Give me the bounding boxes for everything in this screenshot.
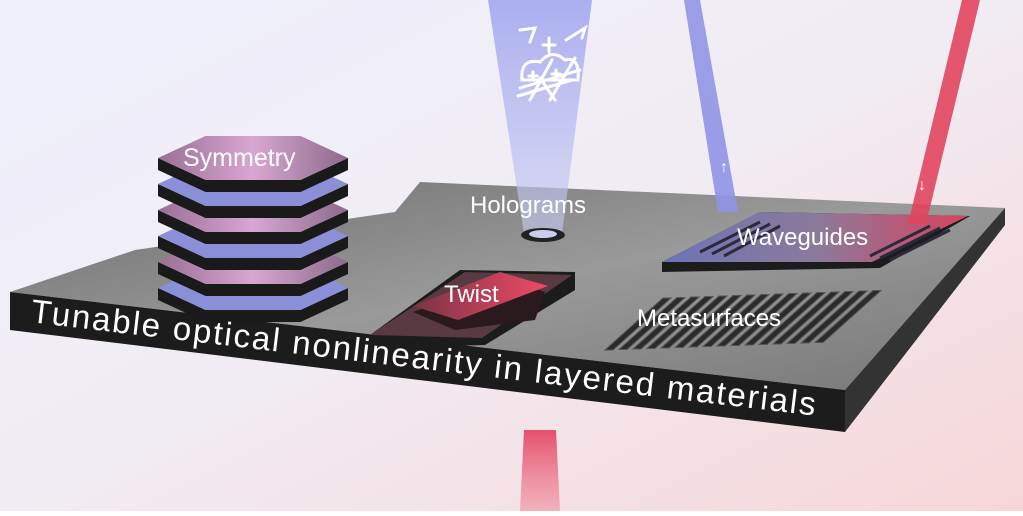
waveguide-chip — [662, 212, 970, 272]
transmitted-red-beam — [520, 430, 560, 511]
hexagon-layer-edge — [158, 210, 348, 244]
blue-beam — [684, 0, 738, 212]
label-symmetry: Symmetry — [183, 144, 296, 172]
hexagon-layer-edge — [158, 184, 348, 218]
grating-ridge — [757, 292, 827, 345]
grating-ridge — [743, 292, 813, 346]
grating-ridge — [729, 293, 799, 346]
grating-ridge — [645, 296, 715, 349]
slab-front-face — [10, 292, 845, 432]
label-twist: Twist — [444, 281, 499, 308]
hexagon-layer-edge — [158, 158, 348, 192]
up-arrow-icon: ↑ — [720, 159, 728, 176]
twist-bilayer — [370, 270, 575, 348]
grating-ridge — [631, 296, 701, 350]
grating-ridge — [687, 294, 757, 348]
grating-ridge — [701, 294, 771, 347]
hexagon-layer — [158, 136, 348, 180]
hexagon-layer-edge — [158, 288, 348, 322]
grating-ridge — [659, 295, 729, 349]
grating-ridge — [617, 297, 687, 350]
hexagon-layer-edge — [158, 236, 348, 270]
aperture-light — [529, 230, 557, 238]
grating-ridge — [715, 293, 785, 347]
grating-ridge — [603, 297, 673, 351]
grating-ridge — [785, 291, 855, 344]
grating-ridge — [673, 295, 743, 348]
grating-ridge — [799, 290, 869, 344]
grating-ridge — [813, 290, 883, 343]
grating-ridge — [771, 291, 841, 345]
crown-logo-icon — [516, 24, 588, 102]
label-metasurfaces: Metasurfaces — [637, 305, 781, 332]
label-holograms: Holograms — [470, 192, 586, 219]
label-waveguides: Waveguides — [737, 224, 868, 251]
symmetry-hexagon-stack — [158, 136, 348, 322]
slab-side-face — [845, 208, 1005, 432]
down-arrow-icon: ↓ — [918, 177, 926, 194]
red-beam — [908, 0, 980, 224]
metasurface-grating — [603, 290, 883, 351]
hexagon-layer-edge — [158, 262, 348, 296]
